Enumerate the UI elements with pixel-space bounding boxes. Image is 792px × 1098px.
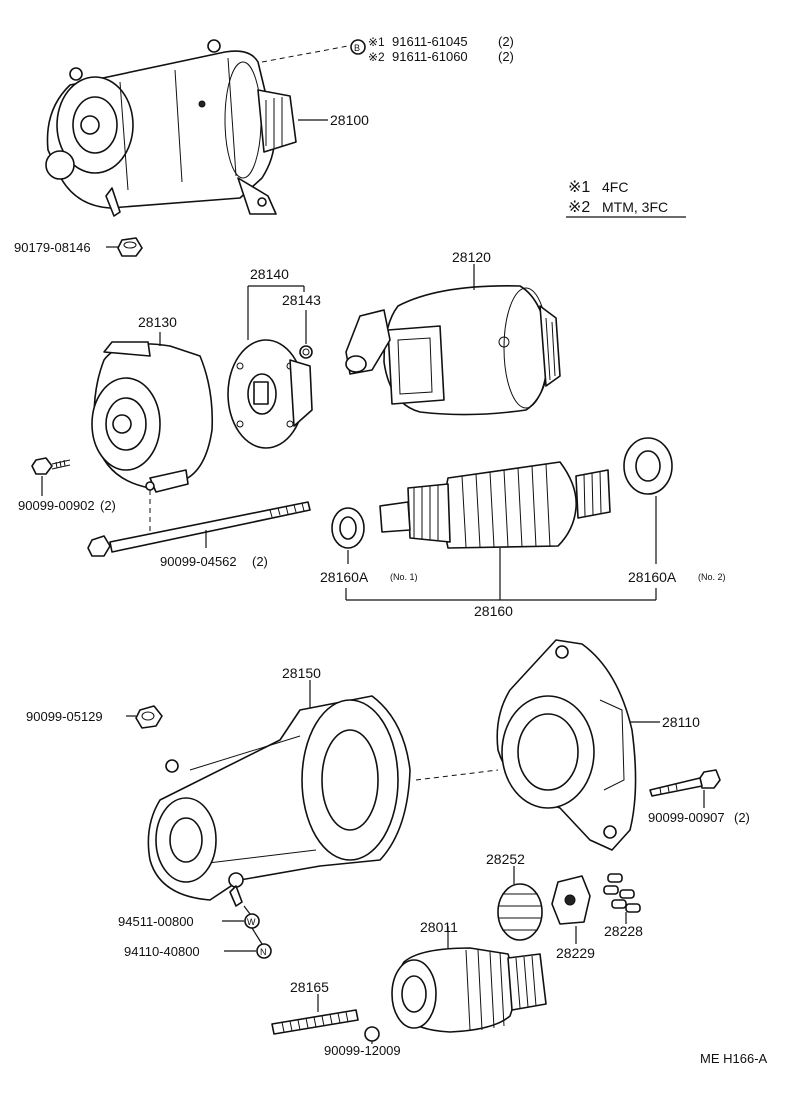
rollers-drawing xyxy=(603,873,641,913)
note-2-text: MTM, 3FC xyxy=(602,199,668,215)
screw-90099-00902-drawing xyxy=(31,457,71,475)
armature-drawing xyxy=(379,461,611,549)
part-90099-00902-qty: (2) xyxy=(100,498,116,513)
part-90099-04562-qty: (2) xyxy=(252,554,268,569)
part-28160A-no1-note: (No. 1) xyxy=(390,572,418,582)
part-28130-label: 28130 xyxy=(138,314,177,330)
bolt-marker-badge xyxy=(350,39,366,55)
part-90099-12009-label: 90099-12009 xyxy=(324,1043,401,1058)
bolt-marker-letter: B xyxy=(354,43,360,53)
part-94110-label: 94110-40800 xyxy=(124,944,200,959)
bolt-90099-00907-drawing xyxy=(649,769,721,797)
bolt-variant-2-ref: ※2 xyxy=(368,50,385,64)
nut-90099-05129-drawing xyxy=(135,705,163,729)
brush-holder-drawing xyxy=(227,339,313,449)
part-90099-00907-label: 90099-00907 xyxy=(648,810,725,825)
diagram-code: ME H166-A xyxy=(700,1051,768,1066)
part-28150-label: 28150 xyxy=(282,665,321,681)
through-bolt-drawing xyxy=(87,501,311,557)
nut-90179-drawing xyxy=(117,237,143,257)
part-28120-label: 28120 xyxy=(452,249,491,265)
part-28160A-no2-note: (No. 2) xyxy=(698,572,726,582)
part-28100-label: 28100 xyxy=(330,112,369,128)
steel-ball-drawing xyxy=(364,1026,380,1042)
roller-retainer-drawing xyxy=(551,875,591,925)
part-28252-label: 28252 xyxy=(486,851,525,867)
part-90099-04562-label: 90099-04562 xyxy=(160,554,237,569)
washer-marker-letter: W xyxy=(247,917,256,927)
compression-spring-drawing xyxy=(271,1009,359,1035)
part-28011-label: 28011 xyxy=(420,919,458,935)
bolt-variant-2-qty: (2) xyxy=(498,49,514,64)
bolt-variant-1-qty: (2) xyxy=(498,34,514,49)
note-1-ref: ※1 xyxy=(568,179,590,196)
bolt-variant-1-part: 91611-61045 xyxy=(392,34,468,49)
part-28160-label: 28160 xyxy=(474,603,513,619)
nut-marker-badge xyxy=(256,943,272,959)
part-28228-label: 28228 xyxy=(604,923,643,939)
note-2-ref: ※2 xyxy=(568,199,590,216)
model-notes: ※1 4FC ※2 MTM, 3FC xyxy=(566,179,686,218)
starter-housing-drawing xyxy=(147,695,411,907)
part-90099-00907-qty: (2) xyxy=(734,810,750,825)
part-94511-label: 94511-00800 xyxy=(118,914,194,929)
starter-assembly-drawing xyxy=(45,39,297,217)
field-frame-drawing xyxy=(345,285,561,416)
part-28110-label: 28110 xyxy=(662,714,700,730)
part-90099-05129-label: 90099-05129 xyxy=(26,709,103,724)
idler-gear-drawing xyxy=(497,883,543,941)
part-90179-label: 90179-08146 xyxy=(14,240,91,255)
note-1-text: 4FC xyxy=(602,179,628,195)
commutator-end-frame-drawing xyxy=(91,341,214,493)
part-28160A-no1-label: 28160A xyxy=(320,569,369,585)
bolt-variant-2-part: 91611-61060 xyxy=(392,49,468,64)
nut-marker-letter: N xyxy=(260,947,267,957)
part-28229-label: 28229 xyxy=(556,945,595,961)
bearing-no1-drawing xyxy=(331,507,365,549)
drive-housing-drawing xyxy=(496,639,637,851)
starter-clutch-drawing xyxy=(391,947,547,1033)
part-28140-label: 28140 xyxy=(250,266,289,282)
part-90099-00902-label: 90099-00902 xyxy=(18,498,95,513)
bearing-no2-drawing xyxy=(623,437,673,495)
part-28160A-no2-label: 28160A xyxy=(628,569,677,585)
part-28143-label: 28143 xyxy=(282,292,321,308)
bolt-variant-1-ref: ※1 xyxy=(368,35,385,49)
part-28165-label: 28165 xyxy=(290,979,329,995)
